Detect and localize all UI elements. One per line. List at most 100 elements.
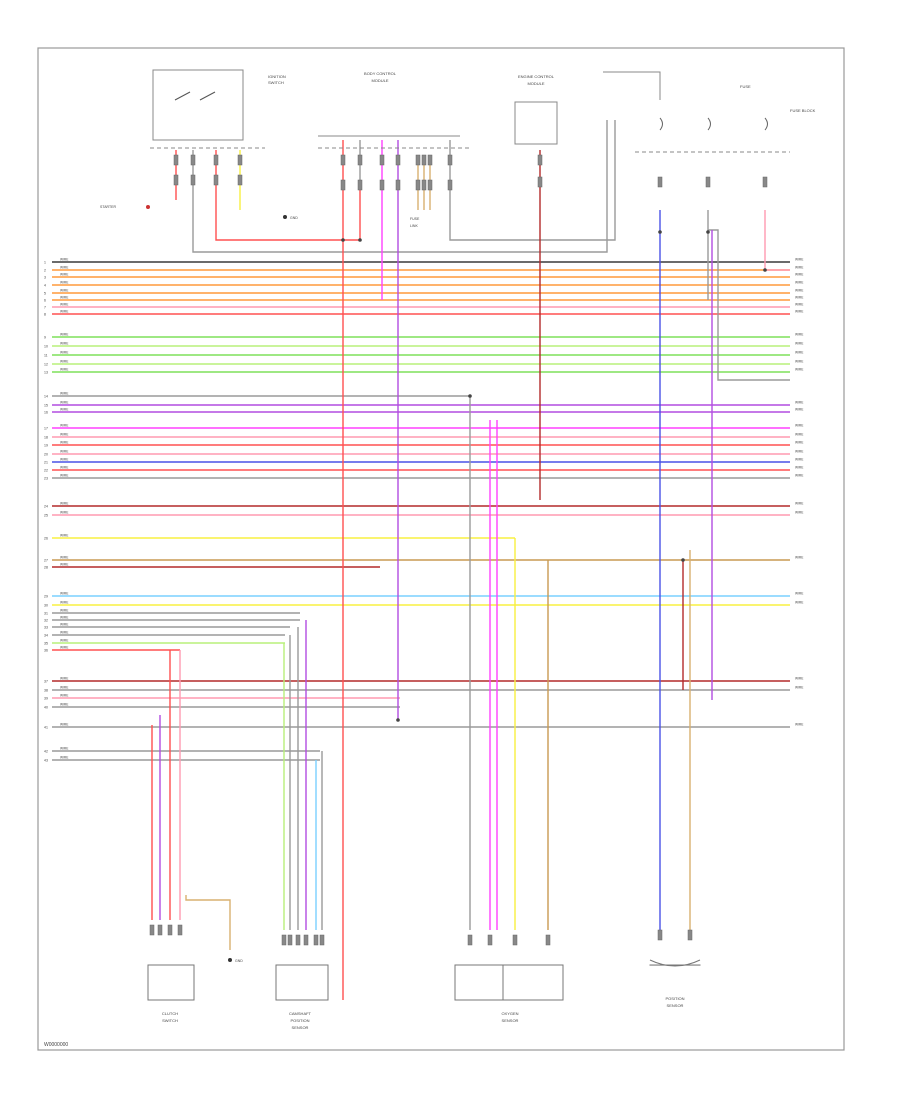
wire-label: WIRE: [795, 368, 803, 372]
ignition-pin: [238, 155, 242, 165]
wire-label: WIRE: [60, 351, 68, 355]
pin-number: 31: [44, 612, 48, 616]
ignition-pin: [238, 175, 242, 185]
wire-label: WIRE: [795, 592, 803, 596]
pin-number: 21: [44, 461, 48, 465]
pin-number: 19: [44, 444, 48, 448]
wire-label: WIRE: [795, 266, 803, 270]
pin-number: 32: [44, 619, 48, 623]
wire-label: WIRE: [60, 310, 68, 314]
fuse-symbol: [765, 118, 768, 130]
wire-label: WIRE: [60, 677, 68, 681]
wire-label: WIRE: [795, 310, 803, 314]
wire-label: WIRE: [60, 502, 68, 506]
ground-label: GND: [290, 216, 298, 220]
wire-label: WIRE: [60, 401, 68, 405]
bcm-pin: [358, 155, 362, 165]
pin-number: 20: [44, 453, 48, 457]
bcm-pin: [341, 180, 345, 190]
wire-label: WIRE: [60, 289, 68, 293]
component-label: ENGINE CONTROL: [518, 74, 555, 79]
vertical-wire-15: [708, 230, 790, 380]
bcm-pin: [422, 155, 426, 165]
pin-number: 10: [44, 345, 48, 349]
bcm-pin: [341, 155, 345, 165]
pin-number: 28: [44, 566, 48, 570]
pin-number: 42: [44, 750, 48, 754]
wire-label: WIRE: [60, 392, 68, 396]
o2-pin: [468, 935, 472, 945]
wire-label: WIRE: [795, 686, 803, 690]
pos-pin: [688, 930, 692, 940]
pin-number: 7: [44, 306, 46, 310]
wire-label: WIRE: [795, 450, 803, 454]
wire-label: WIRE: [795, 281, 803, 285]
component-label: FUSE: [410, 217, 420, 221]
pin-number: 6: [44, 299, 46, 303]
o2-pin: [513, 935, 517, 945]
cam-pin: [288, 935, 292, 945]
splice-dot: [396, 718, 400, 722]
wire-label: WIRE: [795, 424, 803, 428]
splice-dot: [341, 238, 345, 242]
cam-pin: [320, 935, 324, 945]
fuse-pin: [658, 177, 662, 187]
wire-label: WIRE: [60, 333, 68, 337]
vertical-wire-17: [765, 210, 790, 270]
bcm-pin: [358, 180, 362, 190]
clutch-switch-box: [148, 965, 194, 1000]
pin-number: 34: [44, 634, 48, 638]
wire-label: WIRE: [795, 723, 803, 727]
ecm-pin: [538, 177, 542, 187]
component-label: FUSE BLOCK: [790, 108, 816, 113]
pin-number: 12: [44, 363, 48, 367]
wire-label: WIRE: [795, 351, 803, 355]
wire-label: WIRE: [60, 474, 68, 478]
bcm-pin: [396, 155, 400, 165]
wire-label: WIRE: [795, 511, 803, 515]
ecm-pin: [538, 155, 542, 165]
ignition-pin: [174, 155, 178, 165]
wire-label: WIRE: [795, 458, 803, 462]
ground-node: [283, 215, 287, 219]
wire-label: WIRE: [60, 747, 68, 751]
pin-number: 41: [44, 726, 48, 730]
clutch-pin: [158, 925, 162, 935]
fuse-symbol: [660, 118, 663, 130]
wire-label: WIRE: [60, 360, 68, 364]
wire-label: WIRE: [60, 609, 68, 613]
pin-number: 17: [44, 427, 48, 431]
wire-label: WIRE: [60, 258, 68, 262]
wire-label: WIRE: [795, 466, 803, 470]
bcm-pin: [380, 155, 384, 165]
component-label: MODULE: [371, 78, 388, 83]
component-label: SENSOR: [502, 1018, 519, 1023]
wire-label: WIRE: [60, 408, 68, 412]
wire-label: WIRE: [60, 686, 68, 690]
wire-label: WIRE: [795, 433, 803, 437]
wire-label: WIRE: [795, 342, 803, 346]
pin-number: 35: [44, 642, 48, 646]
wire-label: WIRE: [60, 342, 68, 346]
pin-number: 37: [44, 680, 48, 684]
pin-number: 30: [44, 604, 48, 608]
wire-label: WIRE: [60, 296, 68, 300]
ignition-pin: [191, 175, 195, 185]
component-label: OXYGEN: [501, 1011, 518, 1016]
bcm-pin: [416, 180, 420, 190]
component-label: SWITCH: [268, 80, 284, 85]
wire-label: WIRE: [60, 592, 68, 596]
ignition-pin: [191, 155, 195, 165]
component-label: SENSOR: [667, 1003, 684, 1008]
pin-number: 25: [44, 514, 48, 518]
pin-number: 24: [44, 505, 48, 509]
wire-label: WIRE: [60, 623, 68, 627]
fuse-pin: [763, 177, 767, 187]
pin-number: 40: [44, 706, 48, 710]
camshaft-sensor-box: [276, 965, 328, 1000]
wire-label: WIRE: [60, 266, 68, 270]
wire-label: WIRE: [795, 408, 803, 412]
components: [146, 70, 790, 1000]
bcm-pin: [396, 180, 400, 190]
